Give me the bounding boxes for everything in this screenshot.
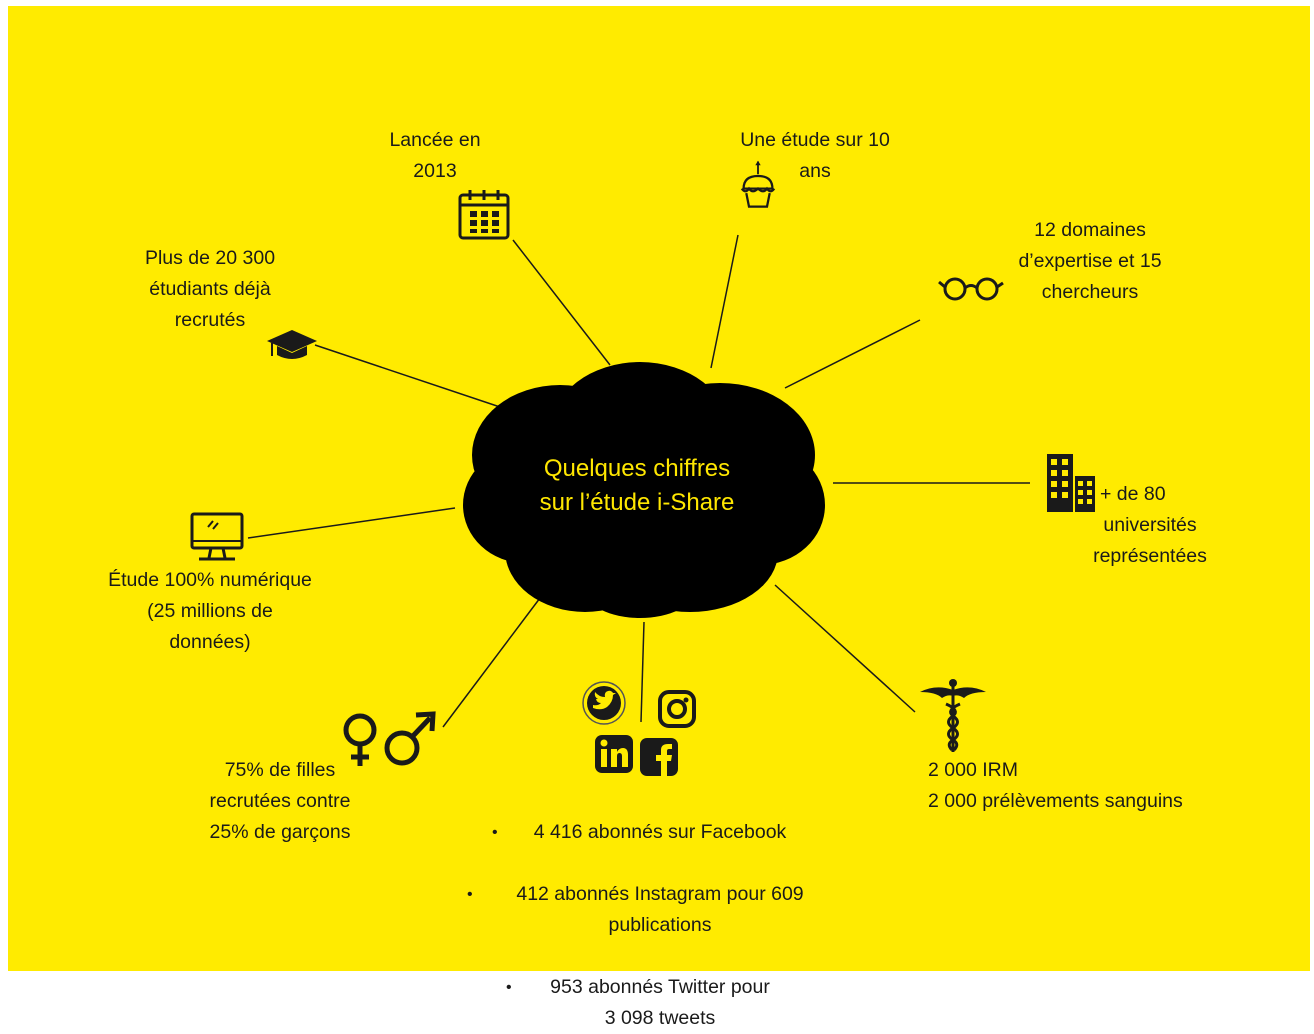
- social-stat-facebook: •4 416 abonnés sur Facebook: [440, 786, 880, 848]
- bullet-dot: •: [492, 824, 498, 841]
- bullet-dot: •: [467, 886, 473, 903]
- caduceus-icon: [920, 679, 986, 752]
- calendar-icon: [458, 190, 510, 240]
- connector-students: [314, 344, 504, 409]
- social-stats-list: •4 416 abonnés sur Facebook •412 abonnés…: [440, 786, 880, 1034]
- twitter-icon: [582, 681, 626, 725]
- center-title: Quelques chiffres sur l’étude i-Share: [539, 455, 735, 516]
- fact-students: Plus de 20 300 étudiants déjà recrutés: [144, 247, 276, 331]
- fact-medical: 2 000 IRM 2 000 prélèvements sanguins: [928, 759, 1183, 812]
- graduation-cap-icon: [267, 330, 317, 359]
- linkedin-icon: [595, 735, 633, 773]
- fact-digital: Étude 100% numérique (25 millions de don…: [108, 569, 312, 653]
- center-cloud: [463, 362, 825, 618]
- glasses-icon: [938, 277, 1004, 301]
- connector-launch: [512, 239, 611, 366]
- connector-social: [640, 621, 645, 723]
- fact-launch: Lancée en 2013: [389, 129, 481, 182]
- cupcake-icon: [740, 160, 776, 208]
- connector-duration: [710, 234, 739, 369]
- fact-gender: 75% de filles recrutées contre 25% de ga…: [209, 759, 351, 843]
- instagram-icon: [658, 690, 696, 728]
- bullet-dot: •: [506, 979, 512, 996]
- gender-icon: [343, 711, 436, 766]
- fact-expertise: 12 domaines d’expertise et 15 chercheurs: [1018, 219, 1162, 303]
- connector-medical: [774, 584, 916, 713]
- buildings-icon: [1047, 454, 1095, 512]
- monitor-icon: [190, 512, 244, 561]
- connector-gender: [442, 597, 541, 728]
- connector-lines: [247, 234, 1030, 728]
- facebook-icon: [640, 738, 678, 776]
- social-stat-twitter: •953 abonnés Twitter pour 3 098 tweets: [440, 941, 880, 1034]
- fact-duration: Une étude sur 10 ans: [740, 129, 890, 182]
- connector-digital: [247, 507, 456, 539]
- connector-expertise: [784, 319, 921, 389]
- fact-universities: universités représentées: [1093, 514, 1207, 567]
- social-stat-instagram: •412 abonnés Instagram pour 609 publicat…: [440, 848, 880, 941]
- fact-universities-count: + de 80: [1100, 483, 1166, 505]
